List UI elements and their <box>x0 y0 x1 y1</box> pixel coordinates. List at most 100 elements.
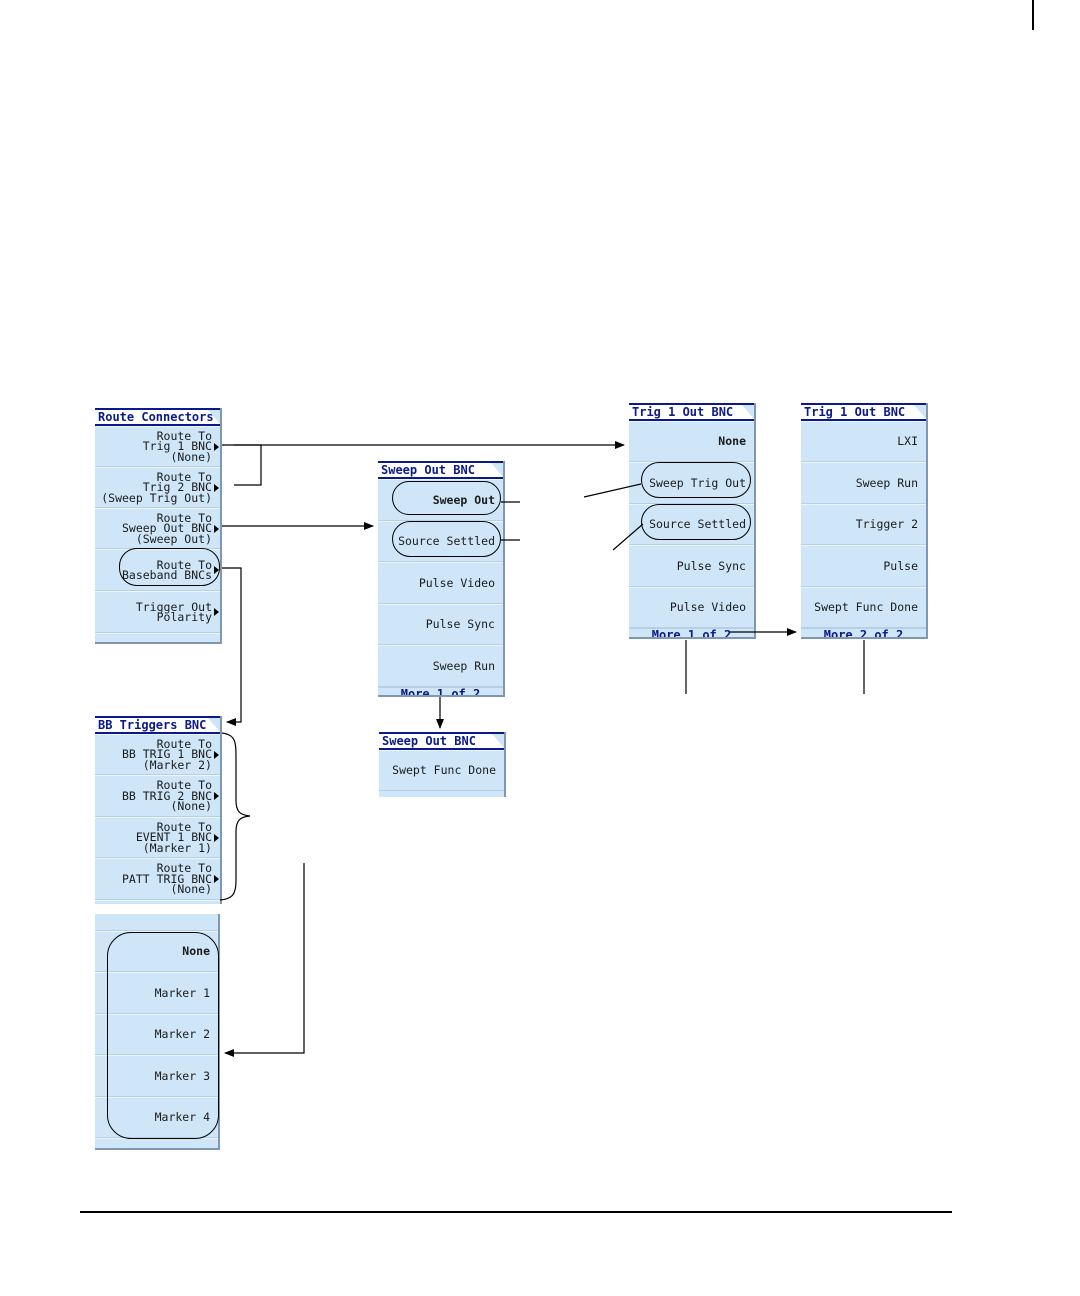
key-line: Route To <box>156 778 212 793</box>
route-connectors-menu: Route Connectors Route To Trig 1 BNC (No… <box>95 408 222 644</box>
key-label: Sweep Run <box>855 475 918 490</box>
top-margin-rule <box>1032 0 1034 30</box>
key-line: (None) <box>170 799 212 814</box>
marker-group-highlight <box>107 932 219 1139</box>
baseband-to-bb-triggers-arrow <box>222 567 242 726</box>
sweep-out-bnc-title: Sweep Out BNC <box>378 461 503 479</box>
key-label: LXI <box>897 434 918 449</box>
key-line: Route To <box>156 819 212 834</box>
lxi-key[interactable]: LXI <box>801 421 926 462</box>
key-label: Pulse Video <box>418 575 495 590</box>
pulse-video-key[interactable]: Pulse Video <box>629 587 754 628</box>
more-1-of-2-key[interactable]: More 1 of 2 <box>629 628 754 637</box>
pulse-key[interactable]: Pulse <box>801 545 926 587</box>
key-label: None <box>718 434 746 449</box>
key-line: (Marker 2) <box>142 757 212 772</box>
route-to-event1-bnc-key[interactable]: Route To EVENT 1 BNC (Marker 1) <box>95 817 220 858</box>
key-label: Swept Func Done <box>392 763 496 778</box>
marker-1-key[interactable]: Marker 1 <box>95 972 218 1014</box>
route-to-patt-trig-bnc-key[interactable]: Route To PATT TRIG BNC (None) <box>95 858 220 900</box>
marker-4-key[interactable]: Marker 4 <box>95 1097 218 1138</box>
pulse-sync-key[interactable]: Pulse Sync <box>378 604 503 645</box>
route-to-trig1-bnc-key[interactable]: Route To Trig 1 BNC (None) <box>95 426 220 467</box>
key-line: Route To <box>156 557 212 572</box>
callout-trig1-source-settled-leader <box>612 523 644 551</box>
marker-3-key[interactable]: Marker 3 <box>95 1055 218 1097</box>
key-line: BB TRIG 2 BNC <box>121 788 212 803</box>
route-to-trig2-bnc-key[interactable]: Route To Trig 2 BNC (Sweep Trig Out) <box>95 467 220 508</box>
sweep-trig-out-highlight <box>641 462 751 498</box>
key-label: Sweep Trig Out <box>649 475 746 490</box>
trig1-source-settled-highlight <box>641 504 751 540</box>
more-1-of-2-key[interactable]: More 1 of 2 <box>378 687 503 695</box>
more-2-of-2-key[interactable]: More 2 of 2 <box>801 628 926 637</box>
key-label: Sweep Out <box>432 492 495 507</box>
trig1-out-bnc-page2-menu: Trig 1 Out BNC LXI Sweep Run Trigger 2 P… <box>801 403 928 639</box>
route-to-bb-trig1-bnc-key[interactable]: Route To BB TRIG 1 BNC (Marker 2) <box>95 734 220 775</box>
trig1-out-bnc-title: Trig 1 Out BNC <box>629 403 754 421</box>
sweep-out-bnc-page2-title: Sweep Out BNC <box>379 732 504 750</box>
key-line: EVENT 1 BNC <box>135 830 212 845</box>
key-line: (Sweep Out) <box>135 531 212 546</box>
key-line: Route To <box>156 510 212 525</box>
key-line: Route To <box>156 861 212 876</box>
key-line: (Marker 1) <box>142 840 212 855</box>
key-line: Route To <box>156 428 212 443</box>
pulse-video-key[interactable]: Pulse Video <box>378 562 503 604</box>
bb-triggers-brace <box>219 732 251 901</box>
route-to-bb-trig2-bnc-key[interactable]: Route To BB TRIG 2 BNC (None) <box>95 775 220 817</box>
callout-sweep-trig-out-leader <box>583 483 642 498</box>
key-line: Sweep Out BNC <box>121 521 212 536</box>
submenu-arrow-icon <box>214 608 219 616</box>
submenu-arrow-icon <box>214 524 219 533</box>
trigger-out-polarity-key[interactable]: Trigger Out Polarity <box>95 591 220 633</box>
key-line: Polarity <box>156 610 212 624</box>
bottom-margin-rule <box>80 1211 952 1213</box>
key-line: Trigger Out <box>135 599 212 614</box>
none-key[interactable]: None <box>629 421 754 462</box>
route-connectors-title: Route Connectors <box>95 408 220 426</box>
sweep-run-key[interactable]: Sweep Run <box>378 645 503 687</box>
submenu-arrow-icon <box>214 442 219 451</box>
swept-func-done-key[interactable]: Swept Func Done <box>379 750 504 791</box>
marker-menu-blank-title <box>95 914 218 931</box>
submenu-arrow-icon <box>214 483 219 492</box>
key-line: (Sweep Trig Out) <box>101 490 212 505</box>
sweep-run-key[interactable]: Sweep Run <box>801 462 926 504</box>
source-settled-highlight <box>392 521 501 557</box>
bb-triggers-bnc-menu: BB Triggers BNC Route To BB TRIG 1 BNC (… <box>95 716 222 904</box>
key-label: Pulse Sync <box>425 617 495 632</box>
key-label: Source Settled <box>398 534 495 549</box>
pulse-sync-key[interactable]: Pulse Sync <box>629 545 754 587</box>
sweep-out-key[interactable]: Sweep Out <box>378 479 503 521</box>
menu-blank-footer <box>95 633 220 642</box>
trig2-bracket-line <box>234 444 262 486</box>
key-label: Marker 3 <box>154 1068 210 1083</box>
trigger-2-key[interactable]: Trigger 2 <box>801 504 926 545</box>
submenu-arrow-icon <box>214 833 219 842</box>
key-label: Pulse Video <box>669 600 746 615</box>
sweep-out-highlight <box>392 481 501 515</box>
marker-menu-arrow <box>224 863 305 1057</box>
swept-func-done-key[interactable]: Swept Func Done <box>801 587 926 628</box>
key-line: (None) <box>170 882 212 897</box>
sweep-out-bnc-page2-menu: Sweep Out BNC Swept Func Done <box>379 732 506 797</box>
submenu-arrow-icon <box>214 875 219 883</box>
key-line: Baseband BNCs <box>121 568 212 582</box>
bb-triggers-bnc-title: BB Triggers BNC <box>95 716 220 734</box>
menu-blank-footer <box>95 900 220 904</box>
trig1-out-bnc-title: Trig 1 Out BNC <box>801 403 926 421</box>
marker-2-key[interactable]: Marker 2 <box>95 1014 218 1055</box>
key-label: Marker 4 <box>154 1110 210 1125</box>
key-line: Trig 2 BNC <box>142 480 212 495</box>
key-label: Marker 2 <box>154 1027 210 1042</box>
key-line: Route To <box>156 469 212 484</box>
key-label: Source Settled <box>649 517 746 532</box>
submenu-arrow-icon <box>214 792 219 800</box>
key-label: Swept Func Done <box>814 600 918 615</box>
baseband-bncs-highlight <box>119 548 220 586</box>
key-label: Pulse <box>883 558 918 573</box>
key-label: Trigger 2 <box>855 517 918 532</box>
key-line: Route To <box>156 736 212 751</box>
